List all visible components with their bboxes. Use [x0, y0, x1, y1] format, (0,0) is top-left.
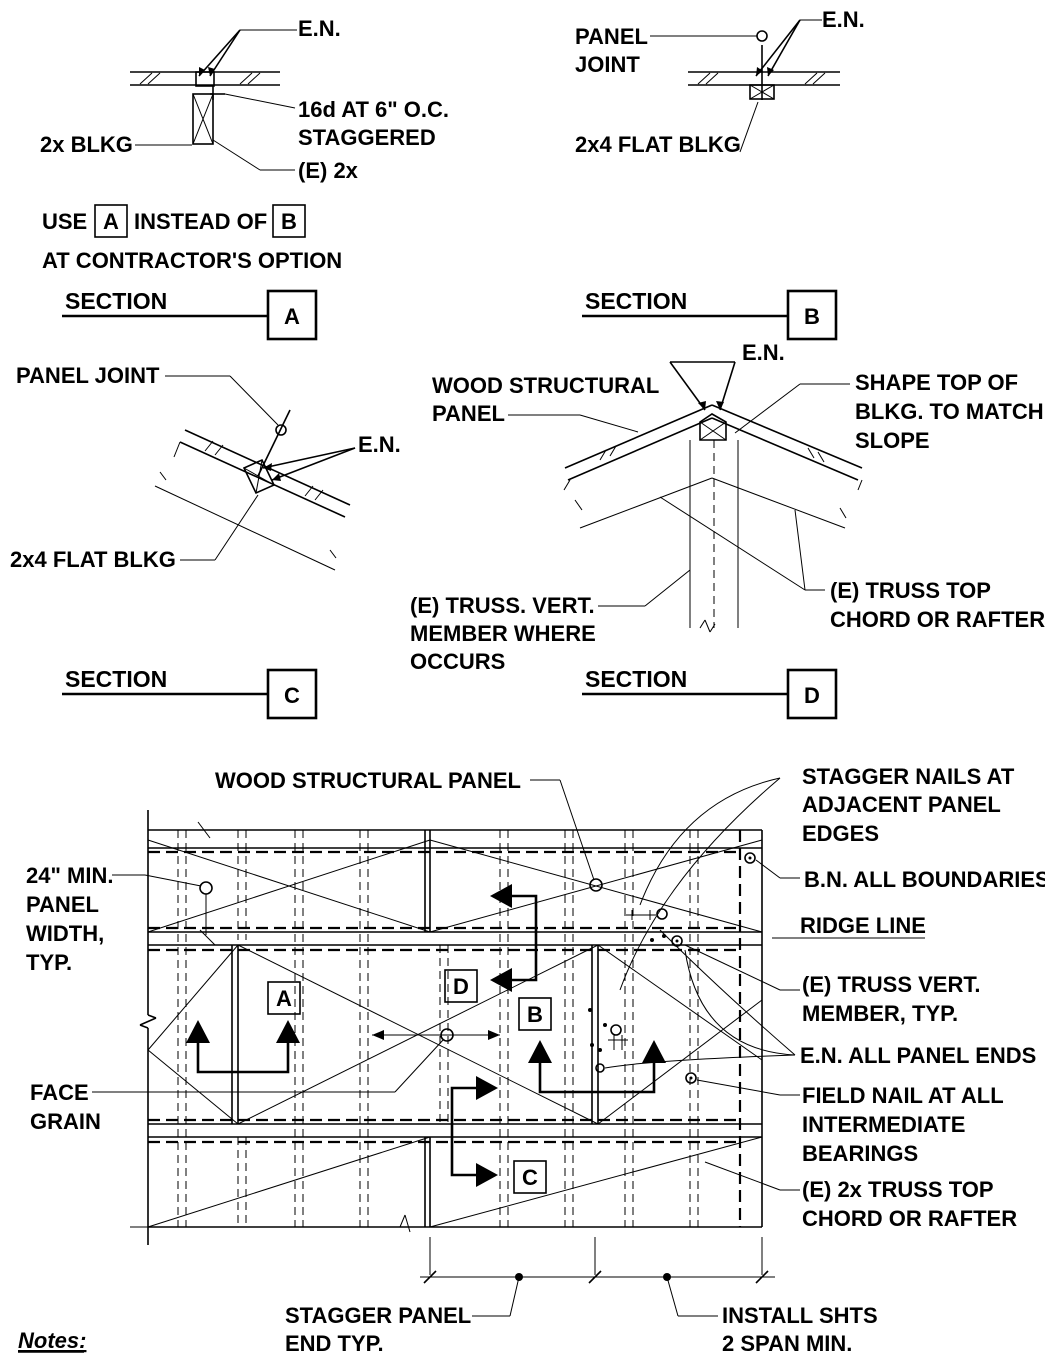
detail-d-wood-panel-line1: WOOD STRUCTURAL	[432, 373, 659, 398]
detail-d-truss-vert-line2: MEMBER WHERE	[410, 621, 596, 646]
section-a-tag: A	[284, 304, 300, 329]
cut-c-tag: C	[522, 1165, 538, 1190]
plan-face-grain-line1: FACE	[30, 1080, 89, 1105]
notes-heading: Notes:	[18, 1328, 86, 1353]
detail-d-shape-top-line1: SHAPE TOP OF	[855, 370, 1018, 395]
detail-c-panel-joint: PANEL JOINT	[16, 363, 160, 388]
detail-b-drawing	[650, 19, 840, 153]
detail-b-panel-joint-line2: JOINT	[575, 52, 640, 77]
detail-a-drawing	[130, 29, 297, 171]
plan-en-panel-ends: E.N. ALL PANEL ENDS	[800, 1043, 1036, 1068]
cut-c-box	[513, 1160, 547, 1194]
detail-d-shape-top-line2: BLKG. TO MATCH	[855, 399, 1044, 424]
plan-min-width-line2: PANEL	[26, 892, 99, 917]
detail-d-truss-top-line2: CHORD OR RAFTER	[830, 607, 1045, 632]
detail-a-existing-member: (E) 2x	[298, 158, 359, 183]
plan-install-line2: 2 SPAN MIN.	[722, 1331, 852, 1356]
plan-field-nail-line1: FIELD NAIL AT ALL	[802, 1083, 1004, 1108]
plan-ridge-line: RIDGE LINE	[800, 913, 926, 938]
plan-min-width-line3: WIDTH,	[26, 921, 104, 946]
detail-a-nail-spec-line2: STAGGERED	[298, 125, 436, 150]
plan-face-grain-line2: GRAIN	[30, 1109, 101, 1134]
section-d-word: SECTION	[585, 666, 687, 692]
detail-d-shape-top-line3: SLOPE	[855, 428, 930, 453]
detail-a-nail-spec-line1: 16d AT 6" O.C.	[298, 97, 449, 122]
cut-d-tag: D	[453, 974, 469, 999]
section-d-tag: D	[804, 683, 820, 708]
plan-top-chord-line1: (E) 2x TRUSS TOP	[802, 1177, 994, 1202]
detail-d-en-label: E.N.	[742, 340, 785, 365]
option-instead-of: INSTEAD OF	[134, 209, 267, 234]
plan-bn-boundaries: B.N. ALL BOUNDARIES	[804, 867, 1045, 892]
detail-a-blkg-label: 2x BLKG	[40, 132, 133, 157]
detail-b-en-label: E.N.	[822, 7, 865, 32]
plan-min-width-line4: TYP.	[26, 950, 72, 975]
cut-d-box	[444, 969, 478, 1003]
cut-a-tag: A	[276, 986, 292, 1011]
section-c-tag: C	[284, 683, 300, 708]
detail-b-flat-blkg: 2x4 FLAT BLKG	[575, 132, 741, 157]
section-d-tag-box	[786, 668, 838, 720]
detail-d-truss-vert-line1: (E) TRUSS. VERT.	[410, 593, 595, 618]
plan-field-nail-line2: INTERMEDIATE	[802, 1112, 965, 1137]
option-b-box	[272, 204, 306, 238]
section-a-word: SECTION	[65, 288, 167, 314]
option-a-tag: A	[103, 209, 119, 234]
option-b-tag: B	[281, 209, 297, 234]
roof-plan-framing	[92, 777, 925, 1317]
section-b-tag: B	[804, 304, 820, 329]
detail-d-truss-top-line1: (E) TRUSS TOP	[830, 578, 991, 603]
plan-install-line1: INSTALL SHTS	[722, 1303, 878, 1328]
plan-stagger-end-line2: END TYP.	[285, 1331, 384, 1356]
detail-c-en-label: E.N.	[358, 432, 401, 457]
section-a-tag-box	[266, 289, 318, 341]
cut-b-tag: B	[527, 1002, 543, 1027]
plan-stagger-line2: ADJACENT PANEL	[802, 792, 1001, 817]
detail-d-wood-panel-line2: PANEL	[432, 401, 505, 426]
plan-truss-vert-line2: MEMBER, TYP.	[802, 1001, 958, 1026]
detail-d-drawing	[508, 361, 863, 633]
option-line2: AT CONTRACTOR'S OPTION	[42, 248, 342, 273]
detail-c-flat-blkg: 2x4 FLAT BLKG	[10, 547, 176, 572]
plan-truss-vert-line1: (E) TRUSS VERT.	[802, 972, 980, 997]
plan-min-width-line1: 24" MIN.	[26, 863, 113, 888]
detail-a-en-label: E.N.	[298, 16, 341, 41]
section-b-word: SECTION	[585, 288, 687, 314]
detail-d-truss-vert-line3: OCCURS	[410, 649, 505, 674]
section-c-tag-box	[266, 668, 318, 720]
option-a-box	[94, 204, 128, 238]
option-use: USE	[42, 209, 87, 234]
plan-stagger-line1: STAGGER NAILS AT	[802, 764, 1015, 789]
plan-stagger-end-line1: STAGGER PANEL	[285, 1303, 471, 1328]
plan-top-chord-line2: CHORD OR RAFTER	[802, 1206, 1017, 1231]
cut-b-box	[518, 997, 552, 1031]
section-c-word: SECTION	[65, 666, 167, 692]
detail-b-panel-joint-line1: PANEL	[575, 24, 648, 49]
plan-wood-panel: WOOD STRUCTURAL PANEL	[215, 768, 521, 793]
detail-c-drawing	[154, 375, 356, 571]
cut-a-box	[267, 981, 301, 1015]
cut-arrows	[186, 884, 666, 1187]
plan-field-nail-line3: BEARINGS	[802, 1141, 918, 1166]
section-b-tag-box	[786, 289, 838, 341]
plan-stagger-line3: EDGES	[802, 821, 879, 846]
